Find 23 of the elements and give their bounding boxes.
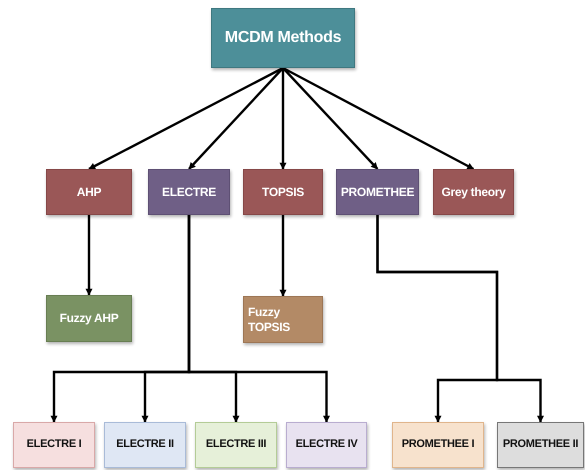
arrow xyxy=(282,66,474,170)
method-box: Grey theory xyxy=(433,169,514,215)
arrow xyxy=(188,67,284,170)
variant-box: ELECTRE II xyxy=(104,422,186,468)
arrow xyxy=(280,215,286,297)
variant-box: ELECTRE IV xyxy=(286,422,367,468)
arrow xyxy=(376,215,544,423)
method-box: TOPSIS xyxy=(243,169,323,215)
variant-box: ELECTRE III xyxy=(195,422,277,468)
variant-box: PROMETHEE II xyxy=(497,422,584,468)
variant-box: Fuzzy TOPSIS xyxy=(243,296,323,343)
arrow xyxy=(188,215,330,423)
root-box: MCDM Methods xyxy=(211,8,355,68)
method-box: ELECTRE xyxy=(148,169,230,215)
arrow xyxy=(86,215,92,296)
arrow xyxy=(88,66,284,170)
method-box: AHP xyxy=(46,169,132,215)
variant-box: Fuzzy AHP xyxy=(46,295,132,342)
arrow xyxy=(280,68,286,170)
variant-box: ELECTRE I xyxy=(13,422,95,468)
variant-box: PROMETHEE I xyxy=(392,422,484,468)
method-box: PROMETHEE xyxy=(336,169,419,215)
arrow xyxy=(282,67,378,170)
